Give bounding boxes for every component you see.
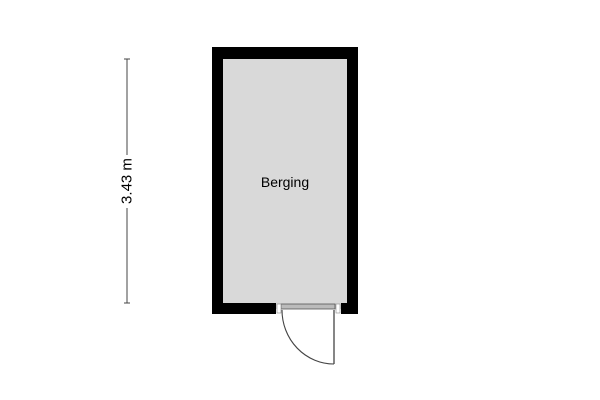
dimension-label: 3.43 m xyxy=(119,158,136,204)
door-threshold xyxy=(280,303,336,310)
door-jamb-right xyxy=(335,303,341,314)
door-swing-arc xyxy=(281,309,335,365)
room-floor xyxy=(218,53,352,309)
dimension-line xyxy=(124,58,130,304)
door-jamb-left xyxy=(276,303,282,314)
room-label: Berging xyxy=(261,174,309,190)
